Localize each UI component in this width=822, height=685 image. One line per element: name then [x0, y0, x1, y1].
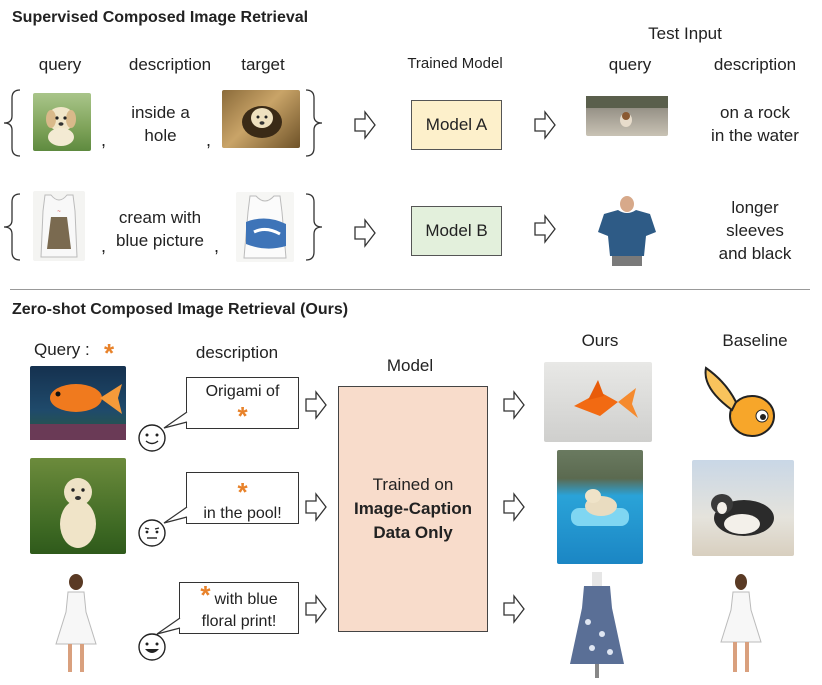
- row2-description: cream with blue picture: [108, 206, 212, 252]
- row1-description: inside a hole: [118, 101, 203, 147]
- row2-test-description: longer sleeves and black: [710, 196, 800, 265]
- dog-in-pool-result-image: [557, 450, 643, 564]
- arrow-right-icon: [503, 594, 525, 624]
- bubble-tail: [163, 506, 188, 524]
- comma: ,: [101, 236, 107, 256]
- bubble-tail: [156, 617, 181, 635]
- puppy-in-hole-target-image: [222, 90, 300, 148]
- row2-test-description-line1: longer: [731, 198, 779, 217]
- smiley-face-icon: [138, 424, 166, 452]
- arrow-right-icon: [503, 390, 525, 420]
- model-label: Model: [386, 356, 434, 375]
- arrow-right-icon: [305, 492, 327, 522]
- speech-bubble-3: *with blue floral print!: [179, 582, 299, 634]
- arrow-right-icon: [354, 218, 376, 248]
- star-icon: *: [200, 580, 211, 610]
- comma: ,: [214, 236, 220, 256]
- baseline-label: Baseline: [722, 331, 788, 350]
- zeroshot-model-box: Trained on Image-Caption Data Only: [338, 386, 488, 632]
- left-brace-row1: [3, 89, 21, 157]
- test-input-label: Test Input: [648, 24, 722, 43]
- row2-description-line1: cream with: [118, 208, 202, 227]
- neutral-face-icon: [138, 519, 166, 547]
- arrow-right-icon: [534, 214, 556, 244]
- tank-top-target-image: [236, 192, 294, 262]
- left-brace-row2: [3, 193, 21, 261]
- row1-test-description-line2: in the water: [711, 126, 799, 145]
- bubble3-text-a: with blue: [214, 591, 278, 608]
- row1-test-description: on a rock in the water: [700, 101, 810, 147]
- section-divider: [10, 289, 810, 290]
- arrow-right-icon: [534, 110, 556, 140]
- bubble-tail: [163, 411, 188, 429]
- tank-top-query-image: ~: [33, 191, 85, 261]
- floral-dress-result-image: [562, 572, 632, 680]
- bubble3-text-b: floral print!: [201, 613, 277, 630]
- arrow-right-icon: [305, 594, 327, 624]
- model-a-box: Model A: [411, 100, 502, 150]
- arrow-right-icon: [503, 492, 525, 522]
- col-description-label: description: [128, 55, 212, 74]
- comma: ,: [101, 130, 107, 150]
- right-brace-row1: [305, 89, 323, 157]
- model-text-line2: Image-Caption: [353, 499, 473, 518]
- blue-tshirt-test-query-image: [596, 196, 658, 266]
- aussie-dog-baseline-image: [692, 460, 794, 556]
- model-text-line3: Data Only: [373, 523, 453, 542]
- arrow-right-icon: [305, 390, 327, 420]
- grinning-face-icon: [138, 633, 166, 661]
- speech-bubble-2: * in the pool!: [186, 472, 299, 524]
- col-query-label: query: [38, 55, 82, 74]
- bubble1-text: Origami of: [205, 383, 280, 400]
- ours-label: Ours: [581, 331, 619, 350]
- star-icon: *: [237, 477, 248, 507]
- cartoon-goldfish-baseline-image: [692, 358, 792, 448]
- dog-test-query-image: [586, 96, 668, 136]
- row2-test-description-line3: and black: [718, 244, 792, 263]
- origami-goldfish-result-image: [544, 362, 652, 442]
- bubble3-line1: *with blue: [180, 582, 298, 611]
- comma: ,: [206, 130, 212, 150]
- goldfish-query-image: [30, 366, 126, 440]
- row1-test-description-line1: on a rock: [720, 103, 790, 122]
- puppy-query-image: [33, 93, 91, 151]
- row1-description-line1: inside a: [131, 103, 190, 122]
- arrow-right-icon: [354, 110, 376, 140]
- row2-test-description-line2: sleeves: [726, 221, 784, 240]
- right-brace-row2: [305, 193, 323, 261]
- star-icon: *: [104, 338, 115, 368]
- row2-description-line2: blue picture: [116, 231, 204, 250]
- model-b-box: Model B: [411, 206, 502, 256]
- svg-text:~: ~: [57, 209, 61, 215]
- bubble2-text: in the pool!: [203, 505, 282, 522]
- white-dress-baseline-image: [716, 572, 766, 680]
- speech-bubble-1: Origami of *: [186, 377, 299, 429]
- test-query-label: query: [608, 55, 652, 74]
- star-icon: *: [237, 401, 248, 431]
- zeroshot-title: Zero-shot Composed Image Retrieval (Ours…: [12, 301, 349, 318]
- golden-retriever-query-image: [30, 458, 126, 554]
- trained-model-label: Trained Model: [407, 55, 503, 72]
- white-dress-query-image: [50, 572, 102, 678]
- col-target-label: target: [241, 55, 285, 74]
- row1-description-line2: hole: [144, 126, 177, 145]
- supervised-title: Supervised Composed Image Retrieval: [12, 9, 309, 26]
- test-description-label: description: [713, 55, 797, 74]
- description-label: description: [195, 343, 279, 362]
- model-text-line1: Trained on: [372, 475, 454, 494]
- query-label: Query :: [34, 340, 90, 359]
